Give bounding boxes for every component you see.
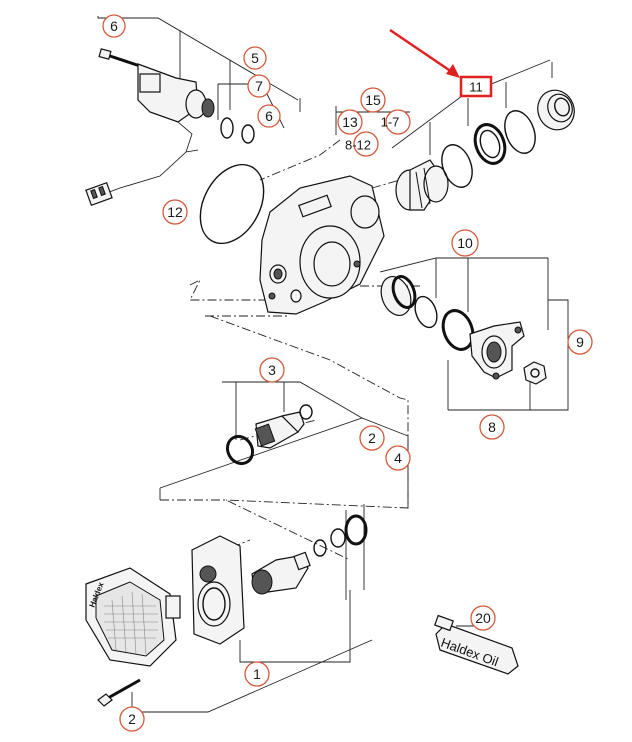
control-unit-part-1: Haldex: [85, 567, 181, 667]
callout-4-text: 4: [394, 450, 402, 466]
callout-1-7-text: 1-7: [381, 115, 400, 130]
dashed-axis: [160, 499, 351, 561]
o-ring-part-6: [241, 124, 255, 144]
bolt-part-6: [98, 48, 141, 68]
bearing-ring: [473, 123, 507, 165]
callout-3-text: 3: [268, 362, 276, 378]
o-ring-part-7: [220, 117, 234, 139]
callout-1-7[interactable]: 1-7: [381, 109, 411, 135]
callout-13[interactable]: 13: [337, 109, 363, 135]
bearing-ring-inner: [479, 129, 501, 159]
callout-11-text: 11: [469, 80, 483, 95]
dashed-axis: [189, 278, 268, 301]
callout-11-highlighted[interactable]: 11: [459, 75, 493, 98]
bracket-11: [391, 59, 551, 149]
callout-5-text: 5: [251, 50, 259, 66]
callout-20[interactable]: 20: [470, 605, 496, 631]
nut-part-9: [523, 361, 547, 385]
cap-part: [537, 89, 575, 131]
bracket-2: [132, 639, 373, 713]
parts: Haldex Haldex Oil: [85, 48, 575, 707]
dashed-axis: [209, 315, 409, 509]
filter-cartridge: [395, 159, 449, 211]
bracket-4: [159, 417, 409, 508]
highlight-arrow: [389, 28, 460, 78]
callout-6-mid[interactable]: 6: [257, 104, 281, 128]
callout-13-text: 13: [342, 114, 358, 130]
callout-1-text: 1: [253, 666, 261, 682]
main-housing-part-13: [259, 175, 385, 315]
callout-3[interactable]: 3: [259, 357, 285, 383]
callout-6-mid-text: 6: [265, 108, 273, 124]
gasket-plate: [191, 535, 245, 645]
callout-5[interactable]: 5: [243, 46, 267, 70]
bracket-3: [222, 381, 363, 419]
callout-15-text: 15: [365, 92, 381, 108]
bracket-9: [448, 299, 569, 411]
callout-12[interactable]: 12: [162, 199, 188, 225]
callout-1[interactable]: 1: [244, 661, 270, 687]
arrow-head: [446, 64, 460, 78]
callout-4[interactable]: 4: [385, 445, 411, 471]
large-o-ring-part-12: [199, 163, 265, 245]
o-ring: [504, 110, 536, 154]
arrow-shaft: [389, 28, 453, 74]
circlip: [414, 295, 438, 329]
callout-2-mid[interactable]: 2: [359, 425, 385, 451]
small-ring: [330, 528, 346, 548]
callout-8-text: 8: [488, 419, 496, 435]
callout-2-mid-text: 2: [368, 430, 376, 446]
callout-15[interactable]: 15: [360, 87, 386, 113]
callouts: 6 5 7 6 15 13 1-7 8-12: [102, 14, 593, 732]
dashed-axis: [259, 139, 341, 181]
callout-2-bottom-text: 2: [128, 711, 136, 727]
bracket-1: [239, 590, 351, 663]
callout-7[interactable]: 7: [247, 74, 271, 98]
callout-9[interactable]: 9: [567, 329, 593, 355]
control-unit-grid: [104, 591, 158, 655]
callout-10[interactable]: 10: [451, 229, 479, 257]
callout-6-top-text: 6: [110, 18, 118, 34]
callout-6-top[interactable]: 6: [102, 14, 126, 38]
callout-8-12-text: 8-12: [345, 138, 371, 153]
solenoid-part-3: [225, 404, 313, 466]
bolt-part-2: [97, 678, 141, 707]
bracket-10: [379, 257, 548, 273]
callout-10-text: 10: [457, 235, 473, 251]
valve-solenoid: [251, 551, 311, 595]
callout-2-bottom[interactable]: 2: [119, 706, 145, 732]
callout-8[interactable]: 8: [479, 414, 505, 440]
small-ring: [313, 539, 327, 557]
callout-20-text: 20: [475, 610, 491, 626]
dashed-axis: [371, 179, 401, 189]
haldex-oil-bottle-part-20: Haldex Oil: [434, 614, 519, 675]
group-brackets: [97, 16, 569, 713]
seal-ring: [441, 144, 473, 188]
highlight-box: [459, 75, 493, 98]
callout-9-text: 9: [576, 334, 584, 350]
seal-ring-10: [441, 309, 475, 351]
callout-7-text: 7: [255, 78, 263, 94]
callout-12-text: 12: [167, 204, 183, 220]
pump-motor-part-5: [85, 63, 215, 207]
bracket-6: [97, 16, 299, 101]
hub-flange-part-9: [469, 321, 525, 380]
bearing-part-10: [380, 275, 417, 316]
retaining-ring: [344, 514, 368, 546]
callout-8-12[interactable]: 8-12: [345, 131, 379, 157]
